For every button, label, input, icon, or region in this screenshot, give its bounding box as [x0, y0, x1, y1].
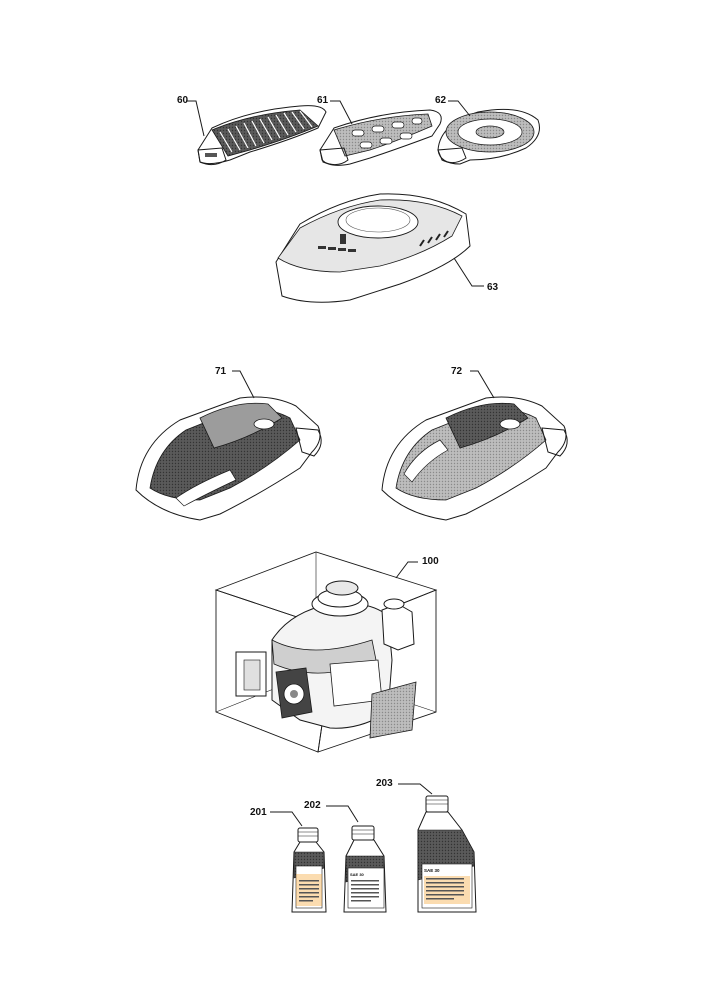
part-203-oil-bottle: SAE 30 203 — [376, 778, 477, 913]
label-100: 100 — [422, 556, 439, 567]
part-202-oil-bottle: SAE 30 202 — [304, 800, 387, 913]
part-201-oil-bottle: 201 — [250, 807, 327, 913]
part-62-round-cover: 62 — [435, 95, 540, 165]
label-202: 202 — [304, 800, 321, 811]
part-71-top-cover: 71 — [135, 366, 322, 521]
label-72: 72 — [451, 366, 463, 377]
label-63: 63 — [487, 282, 499, 293]
label-62: 62 — [435, 95, 447, 106]
label-61: 61 — [317, 95, 329, 106]
label-60: 60 — [177, 95, 189, 106]
label-201: 201 — [250, 807, 267, 818]
part-72-top-cover: 72 — [381, 366, 568, 521]
part-61-perforated-cover: 61 — [317, 95, 442, 166]
bottle-203-grade: SAE 30 — [424, 868, 440, 873]
part-63-engine-shroud: 63 — [275, 193, 499, 303]
label-71: 71 — [215, 366, 227, 377]
part-100-engine: 100 — [214, 551, 439, 753]
bottle-202-grade: SAE 30 — [350, 872, 365, 877]
part-60-ribbed-cover: 60 — [177, 95, 327, 166]
label-203: 203 — [376, 778, 393, 789]
